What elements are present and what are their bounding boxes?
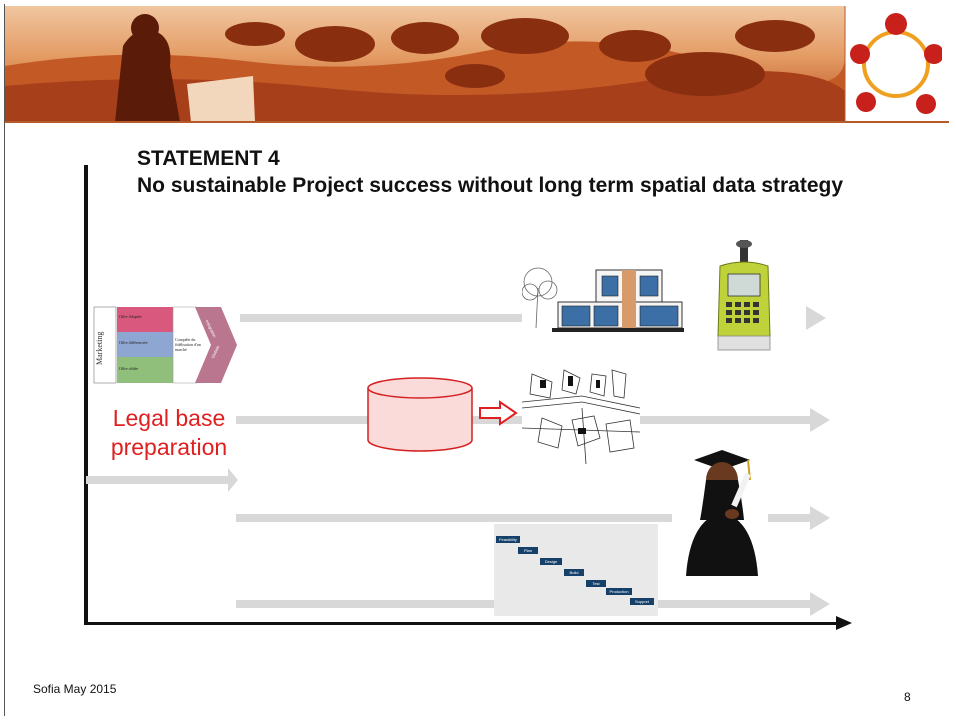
footer-text: Sofia May 2015 bbox=[33, 682, 117, 696]
lane-3-arrowhead bbox=[228, 468, 238, 492]
lane-1-arrowhead bbox=[806, 306, 826, 330]
legal-base-label: Legal base preparation bbox=[110, 405, 228, 460]
circle-logo-icon bbox=[850, 13, 942, 114]
lane-4 bbox=[236, 514, 810, 522]
lane-4-arrowhead bbox=[810, 506, 830, 530]
page-number: 8 bbox=[904, 690, 911, 704]
house-image bbox=[522, 258, 684, 336]
marketing-box-3: Offre ciblée bbox=[119, 366, 139, 371]
waterfall-step: Production bbox=[606, 588, 632, 595]
marketing-side-label: Marketing bbox=[95, 331, 104, 365]
lane-3 bbox=[86, 476, 231, 484]
database-icon bbox=[367, 377, 473, 452]
waterfall-step: Test bbox=[586, 580, 606, 587]
red-arrow-icon bbox=[479, 400, 518, 426]
marketing-box-1: Offre Adaptée bbox=[119, 314, 142, 319]
waterfall-diagram: Feasibility Plan Design Build Test Produ… bbox=[494, 524, 658, 616]
lane-1 bbox=[240, 314, 525, 322]
waterfall-step: Plan bbox=[518, 547, 538, 554]
cadastral-map-image bbox=[522, 368, 640, 464]
lane-5-arrowhead bbox=[810, 592, 830, 616]
title-line-2: No sustainable Project success without l… bbox=[137, 174, 844, 197]
banner-divider bbox=[5, 121, 949, 123]
marketing-diagram: Marketing Offre Adaptée Offre différenci… bbox=[91, 305, 238, 387]
vertical-axis bbox=[84, 165, 88, 625]
slide-frame bbox=[4, 4, 953, 716]
graduate-image bbox=[672, 440, 768, 576]
lane-2-arrowhead bbox=[810, 408, 830, 432]
gps-device-image bbox=[708, 238, 780, 358]
marketing-box-2: Offre différenciée bbox=[119, 340, 148, 345]
axis-arrowhead bbox=[836, 616, 852, 630]
horizontal-axis bbox=[84, 622, 839, 625]
waterfall-step: Support bbox=[630, 598, 654, 605]
header-banner-image bbox=[5, 6, 949, 122]
title-line-1: STATEMENT 4 bbox=[137, 147, 280, 170]
waterfall-step: Feasibility bbox=[496, 536, 520, 543]
waterfall-step: Design bbox=[540, 558, 562, 565]
slide-title: STATEMENT 4 No sustainable Project succe… bbox=[137, 145, 877, 199]
marketing-right-text: Conquête du fidélisation d'un marché bbox=[175, 337, 201, 352]
waterfall-step: Build bbox=[564, 569, 584, 576]
